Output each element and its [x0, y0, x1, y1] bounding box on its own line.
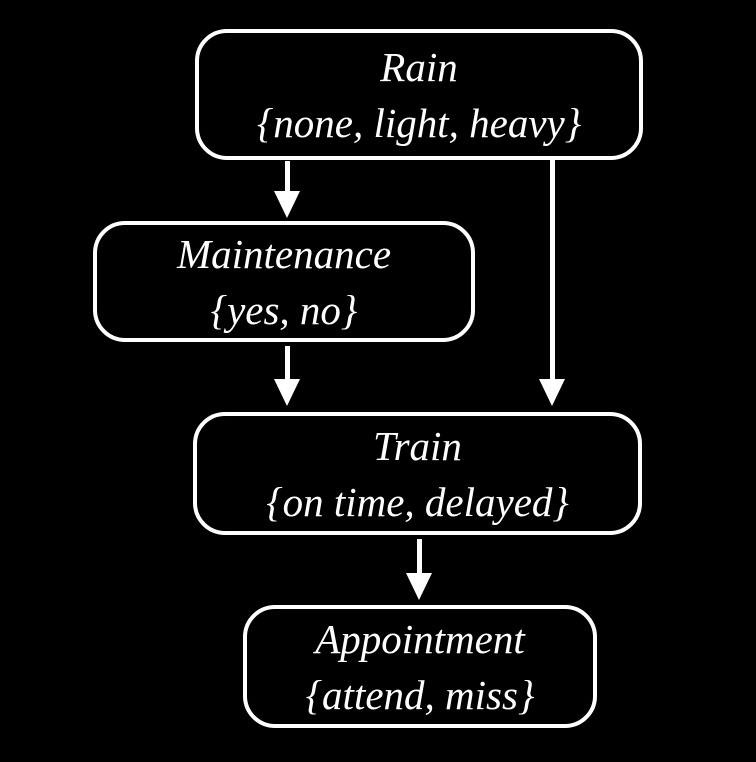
node-train: Train {on time, delayed} [193, 412, 642, 535]
node-appointment-label: Appointment [315, 615, 525, 662]
node-rain: Rain {none, light, heavy} [195, 29, 643, 160]
node-appointment: Appointment {attend, miss} [243, 605, 597, 728]
node-rain-values: {none, light, heavy} [256, 99, 582, 146]
arrow-shaft [285, 161, 290, 193]
arrow-head-icon [539, 379, 565, 406]
node-appointment-values: {attend, miss} [305, 671, 535, 718]
node-maintenance-values: {yes, no} [210, 286, 358, 333]
node-maintenance: Maintenance {yes, no} [93, 221, 475, 342]
node-train-label: Train [373, 422, 462, 469]
arrow-head-icon [274, 379, 300, 406]
arrow-head-icon [406, 573, 432, 600]
arrow-shaft [417, 539, 422, 575]
node-train-values: {on time, delayed} [266, 478, 569, 525]
arrow-shaft [285, 346, 290, 381]
node-rain-label: Rain [380, 43, 458, 90]
node-maintenance-label: Maintenance [176, 230, 392, 277]
arrow-head-icon [274, 191, 300, 218]
arrow-shaft [550, 160, 555, 381]
